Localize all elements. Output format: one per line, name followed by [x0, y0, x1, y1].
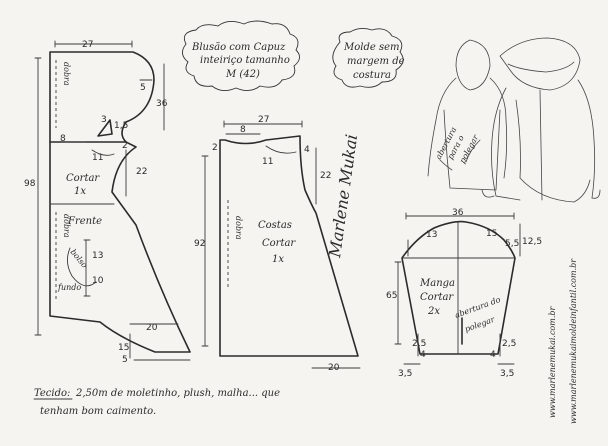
sleeve-cuff-25-left: 2,5: [412, 339, 426, 349]
back-cut-qty: 1x: [272, 254, 284, 265]
front-piece-name: Frente: [67, 216, 102, 227]
sleeve-cap-125: 12,5: [522, 237, 542, 247]
sleeve-cuff-4-left: 4: [420, 350, 426, 360]
front-shoulder-11: 11: [92, 153, 103, 163]
front-fold-bottom: dobra: [62, 214, 71, 238]
sleeve-outline: [401, 220, 516, 355]
website-1: www.marlenemukai.com.br: [548, 306, 557, 419]
sleeve-cuff-25-right: 2,5: [502, 339, 516, 349]
websites: www.marlenemukai.com.br www.marlenemukai…: [548, 258, 578, 424]
front-hood-3: 3: [101, 115, 107, 125]
back-neck-8: 8: [240, 125, 246, 135]
front-hood-small: 1,5: [114, 121, 128, 131]
pocket-fundo: fundo: [57, 283, 81, 292]
note-line-2: margem de: [347, 56, 405, 67]
back-side-22: 22: [320, 171, 331, 181]
sleeve-cap-55: 5,5: [505, 239, 519, 249]
front-hem-15: 15: [118, 343, 129, 353]
title-cloud: Blusão com Capuz inteiriço tamanho M (42…: [182, 20, 300, 91]
signature: Marlene Mukai: [325, 133, 361, 259]
front-cut-qty: 1x: [74, 186, 86, 197]
title-line-2: inteiriço tamanho: [200, 55, 290, 66]
fabric-line-1: 2,50m de moletinho, plush, malha... que: [75, 388, 280, 399]
back-width-top: 27: [258, 115, 269, 125]
front-outline: [49, 51, 191, 353]
front-hood-depth: 36: [156, 99, 168, 109]
sleeve-bottom-35-right: 3,5: [500, 369, 514, 379]
front-fold-top: dobra: [62, 62, 71, 86]
front-piece: 27 98 dobra dobra 5 36 8 1,5 3 2 11 22 C…: [24, 40, 191, 365]
back-fold: dobra: [234, 216, 243, 240]
fabric-label: Tecido:: [34, 388, 70, 399]
sleeve-thumb-2: polegar: [464, 314, 497, 333]
front-cut-label: Cortar: [66, 173, 100, 184]
back-piece: 27 8 2 11 4 22 92 dobra Costas Cortar 1x…: [194, 115, 361, 373]
signature-text: Marlene Mukai: [325, 133, 361, 259]
fabric-note: Tecido: 2,50m de moletinho, plush, malha…: [33, 388, 280, 417]
sleeve-cut-label: Cortar: [420, 292, 454, 303]
front-height-total: 98: [24, 179, 36, 189]
sleeve-piece: 36 13 15 12,5 5,5 65 Manga Cortar 2x abe…: [386, 208, 542, 379]
fabric-line-2: tenham bom caimento.: [40, 406, 156, 417]
sleeve-piece-name: Manga: [419, 278, 455, 289]
title-line-1: Blusão com Capuz: [191, 42, 286, 53]
front-shoulder-8: 8: [60, 134, 66, 144]
front-width-top: 27: [82, 40, 93, 50]
sleeve-thumb-1: abertura do: [454, 295, 502, 320]
website-2: www.marlenemukaimoldeinfantil.com.br: [569, 258, 578, 424]
back-cut-label: Cortar: [262, 238, 296, 249]
back-outline: [219, 135, 359, 357]
sleeve-cap-13: 13: [426, 230, 437, 240]
sleeve-cut-qty: 2x: [427, 306, 440, 317]
back-neck-2: 2: [212, 143, 218, 153]
back-hem-20: 20: [328, 363, 340, 373]
front-side-22: 22: [136, 167, 147, 177]
sleeve-width-36: 36: [452, 208, 464, 218]
sleeve-bottom-35-left: 3,5: [398, 369, 412, 379]
back-height-92: 92: [194, 239, 205, 249]
note-cloud: Molde sem margem de costura: [332, 27, 405, 88]
front-hood-drop: 5: [140, 83, 146, 93]
front-hem-5: 5: [122, 355, 128, 365]
front-hem-20: 20: [146, 323, 158, 333]
sleeve-height-65: 65: [386, 291, 397, 301]
back-shoulder-11: 11: [262, 157, 273, 167]
note-line-1: Molde sem: [343, 42, 400, 53]
sleeve-cap-15: 15: [486, 229, 497, 239]
sleeve-cuff-4-right: 4: [490, 350, 496, 360]
back-shoulder-4: 4: [304, 145, 310, 155]
front-neck-2: 2: [122, 141, 128, 151]
title-line-3: M (42): [225, 69, 260, 80]
garment-sketch: abertura para o polegar: [427, 37, 601, 203]
pocket-13: 13: [92, 251, 103, 261]
note-line-3: costura: [353, 70, 391, 81]
back-piece-name: Costas: [258, 220, 292, 231]
pocket-10: 10: [92, 276, 104, 286]
